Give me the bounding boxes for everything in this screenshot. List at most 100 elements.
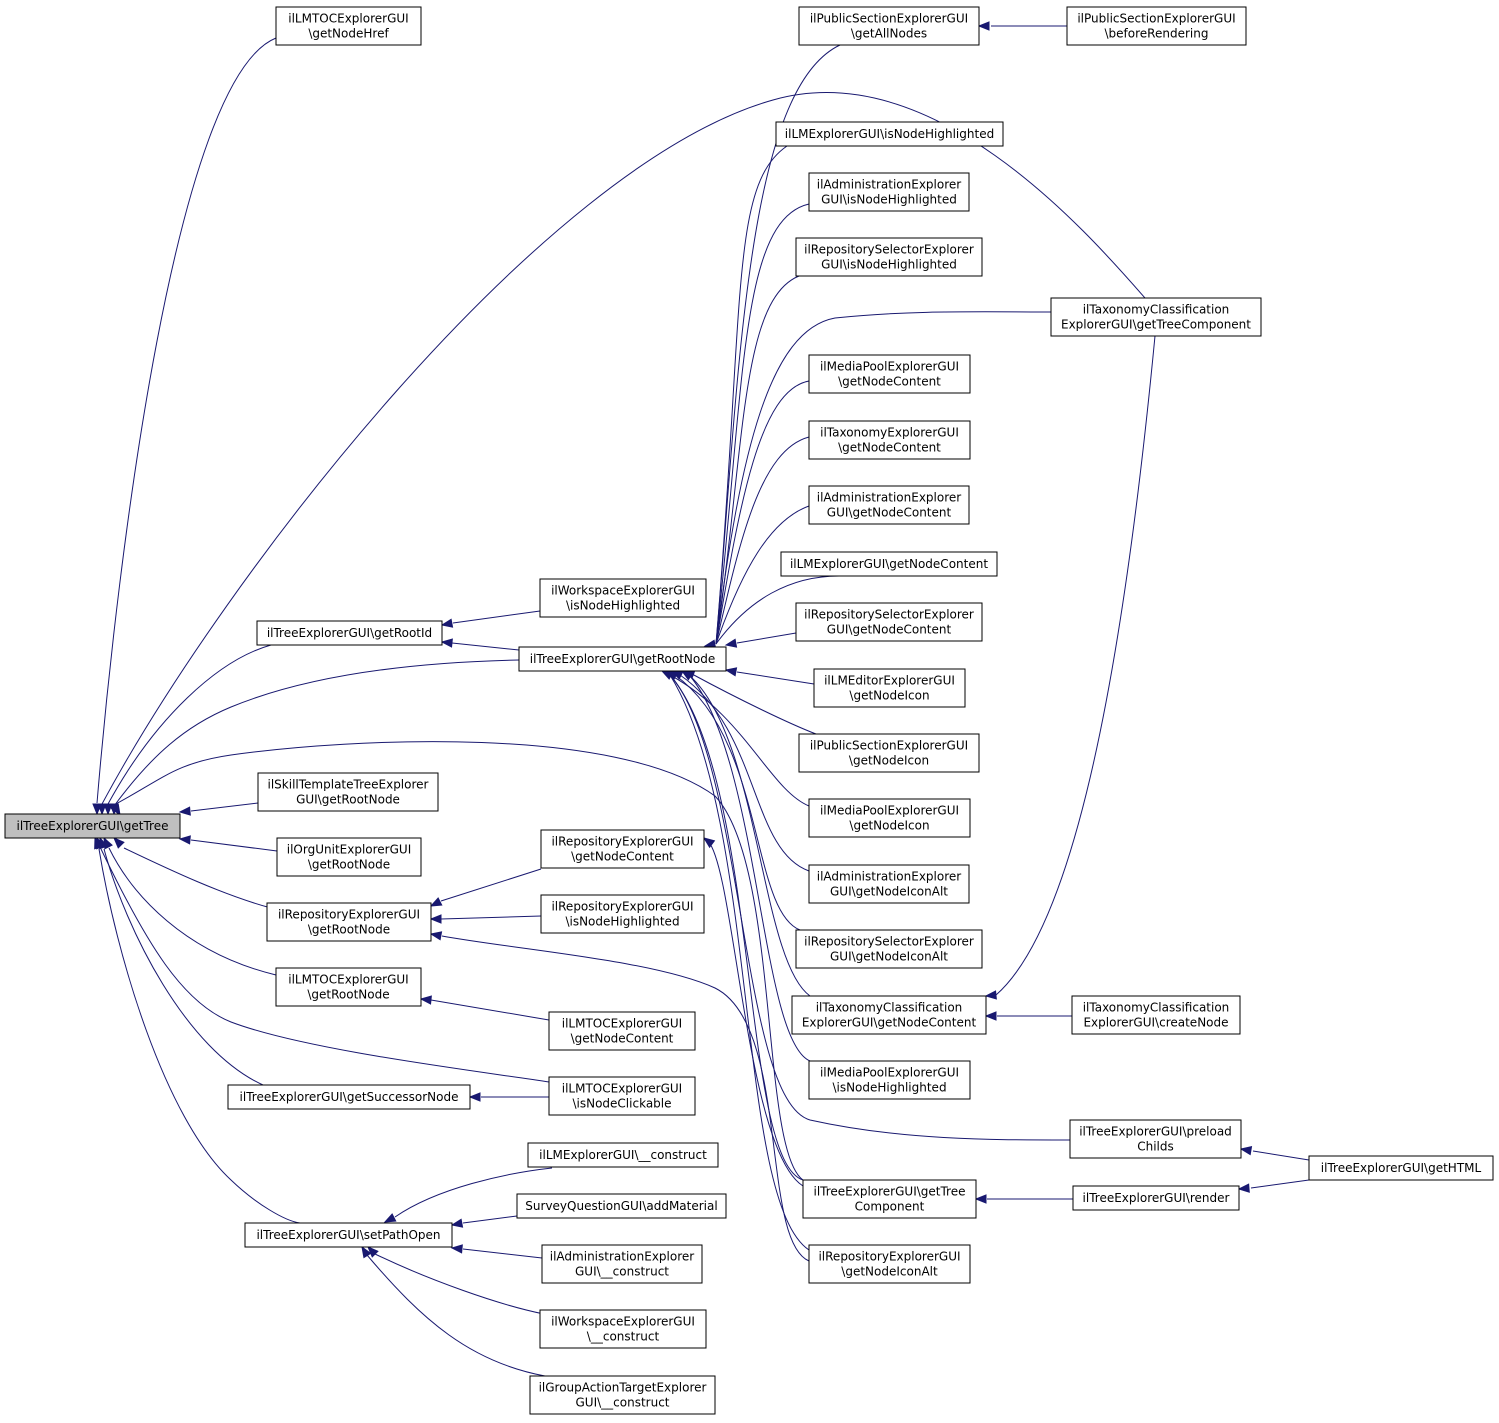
graph-node-n7[interactable]: ilOrgUnitExplorerGUI\getRootNode: [276, 837, 422, 877]
graph-node-n34[interactable]: ilAdministrationExplorerGUI\getNodeIconA…: [808, 864, 970, 904]
graph-node-n41[interactable]: ilTreeExplorerGUI\getTreeComponent: [802, 1179, 977, 1219]
node-box: [1069, 1119, 1242, 1159]
graph-node-n17[interactable]: SurveyQuestionGUI\addMaterial: [516, 1193, 727, 1219]
graph-node-n37[interactable]: ilTaxonomyClassificationExplorerGUI\crea…: [1071, 995, 1241, 1035]
graph-node-n14[interactable]: ilLMTOCExplorerGUI\isNodeClickable: [548, 1076, 696, 1116]
edge-n20-to-n15: [366, 1254, 546, 1377]
arrowhead: [110, 803, 121, 817]
graph-node-n10[interactable]: ilRepositoryExplorerGUI\isNodeHighlighte…: [540, 894, 705, 934]
graph-node-n2[interactable]: ilTaxonomyClassificationExplorerGUI\getT…: [1050, 297, 1262, 337]
graph-node-n15[interactable]: ilTreeExplorerGUI\setPathOpen: [244, 1222, 453, 1248]
node-label-line: ilPublicSectionExplorerGUI: [810, 12, 968, 26]
arrowhead: [429, 914, 442, 924]
graph-node-n19[interactable]: ilWorkspaceExplorerGUI\__construct: [539, 1309, 707, 1349]
node-box: [541, 1244, 703, 1284]
node-box: [808, 485, 970, 525]
node-box: [1308, 1155, 1494, 1181]
graph-node-n31[interactable]: ilLMEditorExplorerGUI\getNodeIcon: [813, 668, 966, 708]
node-label-line: ilLMTOCExplorerGUI: [288, 12, 408, 26]
graph-node-n26[interactable]: ilMediaPoolExplorerGUI\getNodeContent: [808, 354, 971, 394]
graph-node-n29[interactable]: ilLMExplorerGUI\getNodeContent: [780, 551, 998, 577]
node-box: [808, 864, 970, 904]
arrowhead: [1237, 1183, 1250, 1193]
node-label-line: ilLMExplorerGUI\__construct: [539, 1148, 707, 1162]
node-label-line: ilPublicSectionExplorerGUI: [1077, 12, 1235, 26]
graph-node-n42[interactable]: ilTreeExplorerGUI\render: [1072, 1185, 1240, 1211]
edge-n27-to-n5: [715, 436, 810, 645]
node-label-line: ExplorerGUI\getNodeContent: [802, 1016, 977, 1030]
graph-node-n40[interactable]: ilTreeExplorerGUI\getHTML: [1308, 1155, 1494, 1181]
arrowhead: [429, 897, 443, 907]
edge-n12-to-n11: [430, 999, 550, 1021]
node-label-line: ExplorerGUI\createNode: [1083, 1016, 1228, 1030]
edge-n43-to-n8: [441, 935, 810, 1262]
graph-node-n13[interactable]: ilTreeExplorerGUI\getSuccessorNode: [227, 1084, 471, 1110]
arrowhead: [974, 1194, 987, 1204]
node-label-line: \getNodeContent: [571, 1032, 674, 1046]
arrowhead: [724, 638, 738, 648]
graph-node-n0[interactable]: ilTreeExplorerGUI\getTree: [4, 813, 181, 839]
graph-node-n16[interactable]: ilLMExplorerGUI\__construct: [527, 1142, 719, 1168]
node-label-line: \getNodeContent: [838, 441, 941, 455]
graph-node-n11[interactable]: ilLMTOCExplorerGUI\getRootNode: [275, 967, 422, 1007]
edge-n5-to-n3: [451, 642, 520, 651]
graph-node-n9[interactable]: ilRepositoryExplorerGUI\getNodeContent: [540, 829, 705, 869]
node-box: [1066, 6, 1247, 46]
node-label-line: \getRootNode: [308, 923, 390, 937]
arrowhead: [97, 803, 107, 816]
graph-node-n23[interactable]: ilLMExplorerGUI\isNodeHighlighted: [775, 121, 1004, 147]
graph-node-n20[interactable]: ilGroupActionTargetExplorerGUI\__constru…: [529, 1375, 716, 1415]
graph-node-n32[interactable]: ilPublicSectionExplorerGUI\getNodeIcon: [798, 733, 980, 773]
edge-n32-to-n5: [691, 673, 817, 735]
edge-n4-to-n3: [452, 610, 541, 624]
arrowhead: [383, 1213, 397, 1223]
node-label-line: ilAdministrationExplorer: [817, 491, 962, 505]
node-box: [1072, 1185, 1240, 1211]
edge-n41-to-n5: [669, 674, 804, 1181]
graph-node-n4[interactable]: ilWorkspaceExplorerGUI\isNodeHighlighted: [539, 578, 707, 618]
edge-n16-to-n15: [394, 1167, 553, 1218]
node-label-line: ilRepositoryExplorerGUI: [818, 1250, 960, 1264]
graph-node-n22[interactable]: ilPublicSectionExplorerGUI\beforeRenderi…: [1066, 6, 1247, 46]
node-label-line: ilTreeExplorerGUI\getSuccessorNode: [240, 1090, 459, 1104]
graph-node-n12[interactable]: ilLMTOCExplorerGUI\getNodeContent: [548, 1011, 696, 1051]
graph-node-n24[interactable]: ilAdministrationExplorerGUI\isNodeHighli…: [808, 172, 970, 212]
node-label-line: \getNodeHref: [308, 27, 389, 41]
arrowhead: [94, 836, 104, 850]
edge-n7-to-n0: [190, 839, 278, 852]
edge-n23-to-n5: [715, 145, 788, 645]
graph-node-n3[interactable]: ilTreeExplorerGUI\getRootId: [256, 620, 443, 646]
graph-node-n21[interactable]: ilPublicSectionExplorerGUI\getAllNodes: [798, 6, 980, 46]
node-box: [539, 1309, 707, 1349]
edge-n19-to-n15: [374, 1253, 545, 1315]
graph-node-n36[interactable]: ilTaxonomyClassificationExplorerGUI\getN…: [791, 995, 987, 1035]
graph-node-n5[interactable]: ilTreeExplorerGUI\getRootNode: [518, 646, 727, 672]
edge-n9-to-n8: [440, 868, 542, 902]
graph-node-n1[interactable]: ilLMTOCExplorerGUI\getNodeHref: [275, 6, 422, 46]
node-box: [540, 894, 705, 934]
node-box: [798, 733, 980, 773]
node-box: [256, 620, 443, 646]
graph-node-n25[interactable]: ilRepositorySelectorExplorerGUI\isNodeHi…: [795, 237, 983, 277]
graph-node-n33[interactable]: ilMediaPoolExplorerGUI\getNodeIcon: [808, 798, 971, 838]
node-label-line: GUI\getRootNode: [296, 793, 400, 807]
graph-node-n30[interactable]: ilRepositorySelectorExplorerGUI\getNodeC…: [795, 602, 983, 642]
graph-node-n38[interactable]: ilMediaPoolExplorerGUI\isNodeHighlighted: [808, 1060, 971, 1100]
node-label-line: ilTreeExplorerGUI\getHTML: [1321, 1161, 1482, 1175]
graph-node-n35[interactable]: ilRepositorySelectorExplorerGUI\getNodeI…: [795, 929, 983, 969]
edge-n5-to-n0: [113, 659, 520, 807]
node-label-line: ilWorkspaceExplorerGUI: [551, 1315, 695, 1329]
node-label-line: Component: [855, 1200, 925, 1214]
node-label-line: ilAdministrationExplorer: [817, 870, 962, 884]
edge-n33-to-n5: [669, 674, 810, 807]
graph-node-n43[interactable]: ilRepositoryExplorerGUI\getNodeIconAlt: [808, 1244, 971, 1284]
graph-node-n27[interactable]: ilTaxonomyExplorerGUI\getNodeContent: [808, 420, 971, 460]
graph-node-n8[interactable]: ilRepositoryExplorerGUI\getRootNode: [266, 902, 432, 942]
graph-node-n6[interactable]: ilSkillTemplateTreeExplorerGUI\getRootNo…: [257, 772, 439, 812]
graph-node-n28[interactable]: ilAdministrationExplorerGUI\getNodeConte…: [808, 485, 970, 525]
node-label-line: ilPublicSectionExplorerGUI: [810, 739, 968, 753]
node-box: [775, 121, 1004, 147]
